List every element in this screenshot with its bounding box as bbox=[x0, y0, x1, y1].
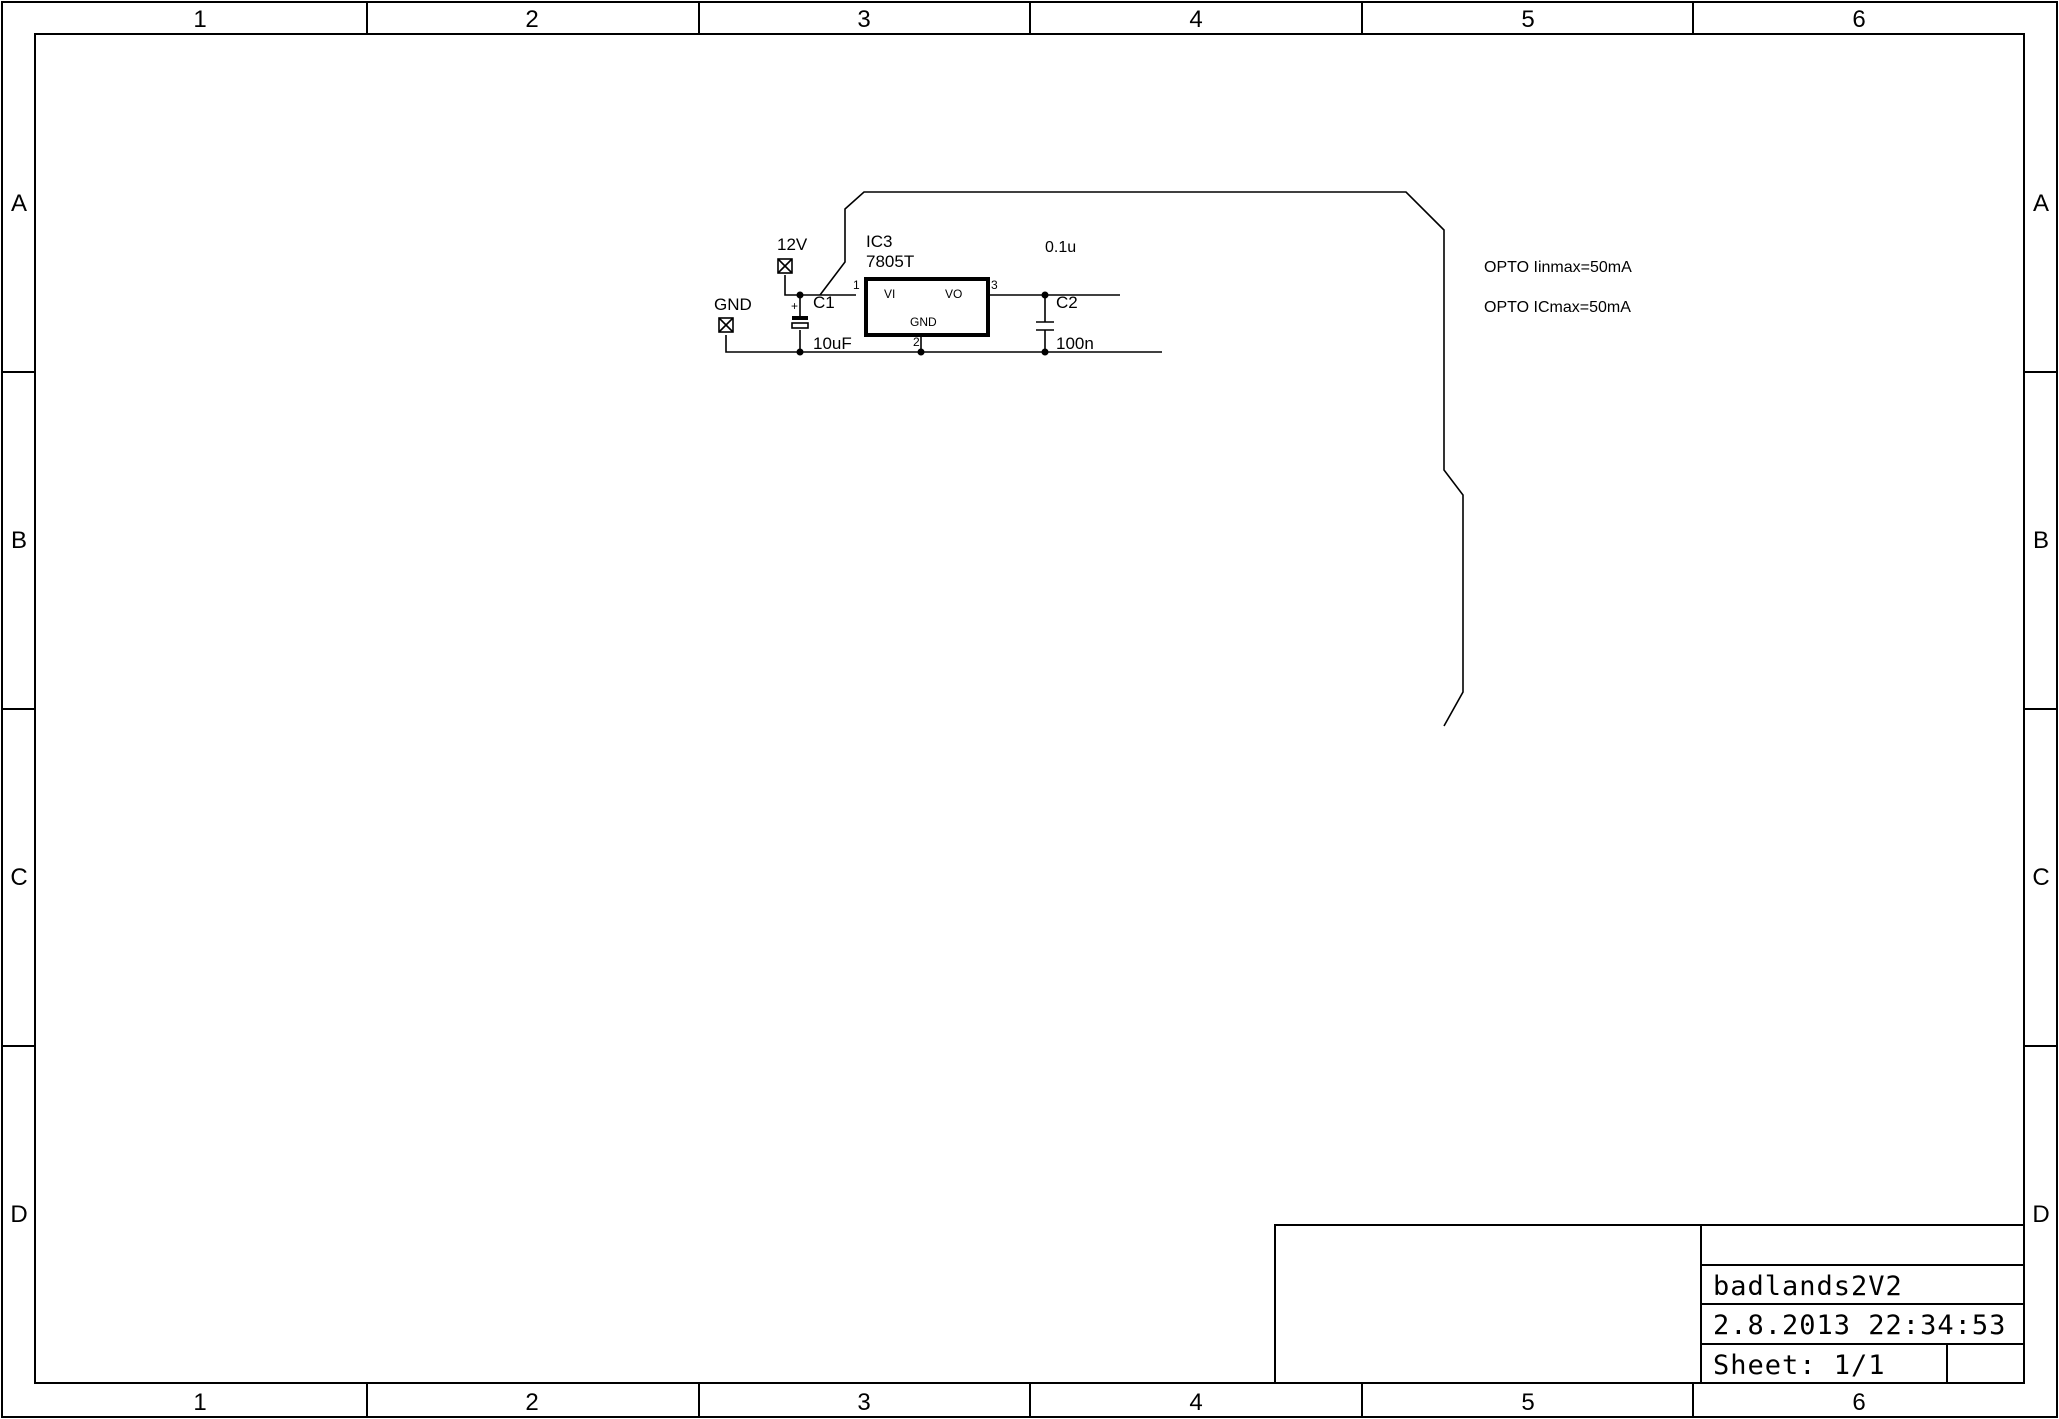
drawing-name: badlands2V2 bbox=[1713, 1271, 1903, 1302]
col-label-top-6: 6 bbox=[1852, 6, 1865, 33]
col-label-bottom-6: 6 bbox=[1852, 1389, 1865, 1416]
c1-polarity: + bbox=[791, 299, 798, 313]
wires bbox=[725, 191, 1464, 727]
col-label-top-1: 1 bbox=[193, 6, 206, 33]
capacitor-c2[interactable]: C2 100n bbox=[1036, 293, 1094, 353]
ic3-vo-label: VO bbox=[945, 287, 962, 301]
col-label-top-5: 5 bbox=[1521, 6, 1534, 33]
col-label-bottom-4: 4 bbox=[1189, 1389, 1202, 1416]
col-label-bottom-5: 5 bbox=[1521, 1389, 1534, 1416]
ic3-pin-1: 1 bbox=[853, 278, 860, 292]
c2-value-note: 0.1u bbox=[1045, 239, 1076, 256]
junction-dot bbox=[796, 348, 804, 356]
row-label-right-d: D bbox=[2032, 1201, 2049, 1228]
ic3-gnd-label: GND bbox=[910, 315, 937, 329]
row-label-right-a: A bbox=[2033, 190, 2049, 217]
ic3-vi-label: VI bbox=[884, 287, 895, 301]
c1-ref: C1 bbox=[813, 293, 835, 312]
junction-dot bbox=[796, 291, 804, 299]
connector-12v[interactable]: 12V bbox=[777, 235, 808, 274]
col-label-bottom-3: 3 bbox=[857, 1389, 870, 1416]
col-label-top-4: 4 bbox=[1189, 6, 1202, 33]
row-label-left-d: D bbox=[10, 1201, 27, 1228]
row-label-right-c: C bbox=[2032, 864, 2049, 891]
connector-12v-label: 12V bbox=[777, 235, 808, 254]
c1-value: 10uF bbox=[813, 334, 852, 353]
row-label-left-c: C bbox=[10, 864, 27, 891]
col-label-top-2: 2 bbox=[525, 6, 538, 33]
connector-gnd-label: GND bbox=[714, 295, 752, 314]
row-label-right-b: B bbox=[2033, 527, 2049, 554]
col-label-top-3: 3 bbox=[857, 6, 870, 33]
ic3-pin-2: 2 bbox=[913, 335, 920, 349]
note-opto-input-max: OPTO Iinmax=50mA bbox=[1484, 259, 1632, 276]
col-label-bottom-2: 2 bbox=[525, 1389, 538, 1416]
drawing-date: 2.8.2013 22:34:53 bbox=[1713, 1310, 2006, 1341]
junction-dot bbox=[917, 348, 925, 356]
junction-dot bbox=[1041, 291, 1049, 299]
capacitor-c1[interactable]: + C1 10uF bbox=[791, 293, 852, 353]
sheet-number: Sheet: 1/1 bbox=[1713, 1350, 1886, 1381]
ic3-value: 7805T bbox=[866, 252, 914, 271]
note-opto-collector-max: OPTO ICmax=50mA bbox=[1484, 299, 1631, 316]
c2-value: 100n bbox=[1056, 334, 1094, 353]
ic3-pin-3: 3 bbox=[991, 278, 998, 292]
row-label-left-b: B bbox=[11, 527, 27, 554]
connector-gnd[interactable]: GND bbox=[714, 295, 752, 333]
regulator-ic3[interactable]: IC3 7805T VI VO GND 1 3 2 bbox=[853, 232, 998, 349]
col-label-bottom-1: 1 bbox=[193, 1389, 206, 1416]
ic3-ref: IC3 bbox=[866, 232, 892, 251]
title-block: badlands2V2 2.8.2013 22:34:53 Sheet: 1/1 bbox=[1274, 1224, 2025, 1384]
junction-dot bbox=[1041, 348, 1049, 356]
row-label-left-a: A bbox=[11, 190, 27, 217]
c2-ref: C2 bbox=[1056, 293, 1078, 312]
